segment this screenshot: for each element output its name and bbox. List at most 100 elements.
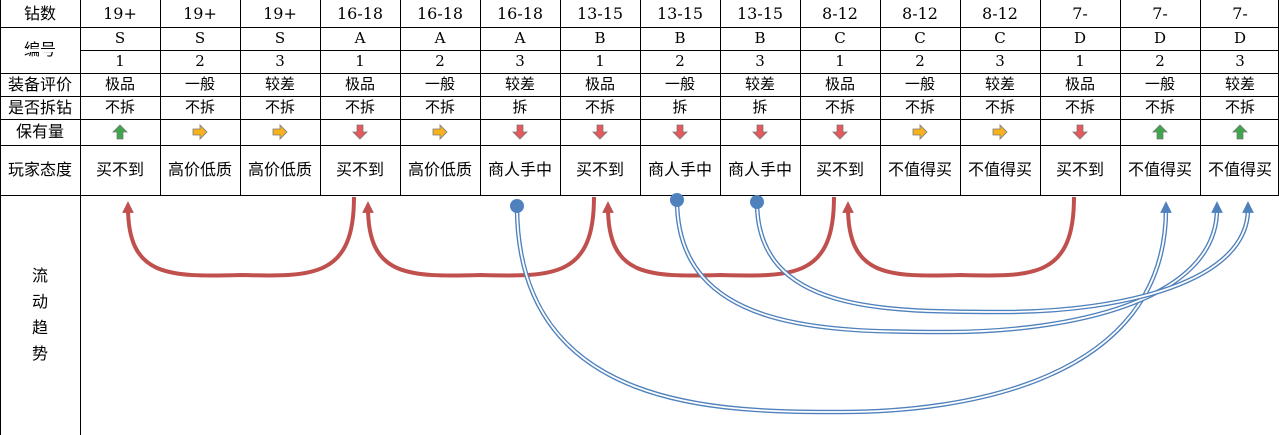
code-cell: B xyxy=(754,29,766,47)
rating-cell: 极品 xyxy=(824,75,855,93)
rank-cell: 3 xyxy=(1235,52,1245,70)
attitude-cell: 不值得买 xyxy=(887,160,952,179)
holding-cell xyxy=(640,119,720,145)
rank-cell: 2 xyxy=(675,52,685,70)
remove-cell: 不拆 xyxy=(344,98,375,116)
flow-trend-label: 流动趋势 xyxy=(0,195,80,435)
attitude-cell: 买不到 xyxy=(1055,160,1104,179)
holding-cell xyxy=(880,119,960,145)
diamonds-cell: 13-15 xyxy=(656,3,704,23)
rating-cell: 较差 xyxy=(504,75,535,93)
attitude-cell: 商人手中 xyxy=(727,160,792,179)
diamonds-cell: 8-12 xyxy=(982,3,1018,23)
code-cell: S xyxy=(274,29,286,47)
holding-cell xyxy=(560,119,640,145)
holding-down-arrow-icon xyxy=(352,124,368,140)
holding-right-arrow-icon xyxy=(192,124,208,140)
blue-flow-arc-core xyxy=(516,205,1167,413)
diamonds-cell: 16-18 xyxy=(416,3,464,23)
rating-cell: 一般 xyxy=(184,75,215,93)
code-cell: D xyxy=(1153,29,1167,47)
rating-cell: 一般 xyxy=(1144,75,1175,93)
diamonds-cell: 7- xyxy=(1072,3,1088,23)
row-label-holding: 保有量 xyxy=(15,122,64,141)
rating-cell: 较差 xyxy=(984,75,1015,93)
diamonds-cell: 13-15 xyxy=(576,3,624,23)
red-flow-arc xyxy=(842,196,1076,278)
holding-up-arrow-icon xyxy=(112,124,128,140)
code-cell: A xyxy=(514,29,526,47)
code-cell: C xyxy=(914,29,926,47)
diamonds-cell: 13-15 xyxy=(736,3,784,23)
blue-flow-arc-core xyxy=(676,199,1218,333)
flow-label-char: 流 xyxy=(31,266,48,285)
code-cell: D xyxy=(1233,29,1247,47)
holding-down-arrow-icon xyxy=(832,124,848,140)
remove-cell: 拆 xyxy=(512,98,528,116)
rating-cell: 极品 xyxy=(584,75,615,93)
holding-right-arrow-icon xyxy=(432,124,448,140)
blue-flow-arc-outline xyxy=(754,201,1251,315)
remove-cell: 不拆 xyxy=(1224,98,1255,116)
remove-cell: 不拆 xyxy=(984,98,1015,116)
rating-cell: 极品 xyxy=(1064,75,1095,93)
blue-flow-start-dot xyxy=(510,199,524,213)
rank-cell: 1 xyxy=(835,52,845,70)
remove-cell: 不拆 xyxy=(1064,98,1095,116)
remove-cell: 拆 xyxy=(752,98,768,116)
attitude-cell: 不值得买 xyxy=(967,160,1032,179)
rank-cell: 3 xyxy=(755,52,765,70)
holding-up-arrow-icon xyxy=(1152,124,1168,140)
code-cell: B xyxy=(594,29,606,47)
diamonds-cell: 16-18 xyxy=(336,3,384,23)
attitude-cell: 商人手中 xyxy=(647,160,712,179)
rank-cell: 3 xyxy=(515,52,525,70)
blue-flow-arc-core xyxy=(756,201,1249,313)
rank-cell: 3 xyxy=(275,52,285,70)
holding-cell xyxy=(320,119,400,145)
holding-cell xyxy=(240,119,320,145)
rank-cell: 1 xyxy=(355,52,365,70)
diamonds-cell: 19+ xyxy=(183,3,217,23)
diamonds-cell: 16-18 xyxy=(496,3,544,23)
holding-cell xyxy=(480,119,560,145)
remove-cell: 不拆 xyxy=(904,98,935,116)
flow-label-char: 趋 xyxy=(31,318,48,337)
rank-cell: 3 xyxy=(995,52,1005,70)
holding-down-arrow-icon xyxy=(672,124,688,140)
holding-cell xyxy=(720,119,800,145)
diamonds-cell: 19+ xyxy=(263,3,297,23)
diamonds-cell: 7- xyxy=(1232,3,1248,23)
red-flow-arc xyxy=(602,196,836,278)
holding-down-arrow-icon xyxy=(752,124,768,140)
holding-cell xyxy=(1040,119,1120,145)
row-label-diamonds: 钻数 xyxy=(23,3,56,23)
blue-flow-start-dot xyxy=(750,195,764,209)
holding-cell xyxy=(1120,119,1200,145)
diamonds-cell: 8-12 xyxy=(902,3,938,23)
rating-cell: 较差 xyxy=(1224,75,1255,93)
diamonds-cell: 19+ xyxy=(103,3,137,23)
attitude-cell: 高价低质 xyxy=(167,160,232,179)
code-cell: S xyxy=(194,29,206,47)
holding-cell xyxy=(80,119,160,145)
remove-cell: 不拆 xyxy=(1144,98,1175,116)
remove-cell: 不拆 xyxy=(184,98,215,116)
code-cell: A xyxy=(434,29,446,47)
remove-cell: 不拆 xyxy=(584,98,615,116)
remove-cell: 不拆 xyxy=(104,98,135,116)
diamonds-cell: 7- xyxy=(1152,3,1168,23)
red-flow-arc xyxy=(362,196,596,278)
attitude-cell: 买不到 xyxy=(95,160,144,179)
rank-cell: 1 xyxy=(115,52,125,70)
holding-cell xyxy=(160,119,240,145)
rank-cell: 2 xyxy=(435,52,445,70)
holding-right-arrow-icon xyxy=(912,124,928,140)
holding-cell xyxy=(800,119,880,145)
holding-down-arrow-icon xyxy=(1072,124,1088,140)
code-cell: S xyxy=(114,29,126,47)
remove-cell: 不拆 xyxy=(264,98,295,116)
rank-cell: 2 xyxy=(195,52,205,70)
